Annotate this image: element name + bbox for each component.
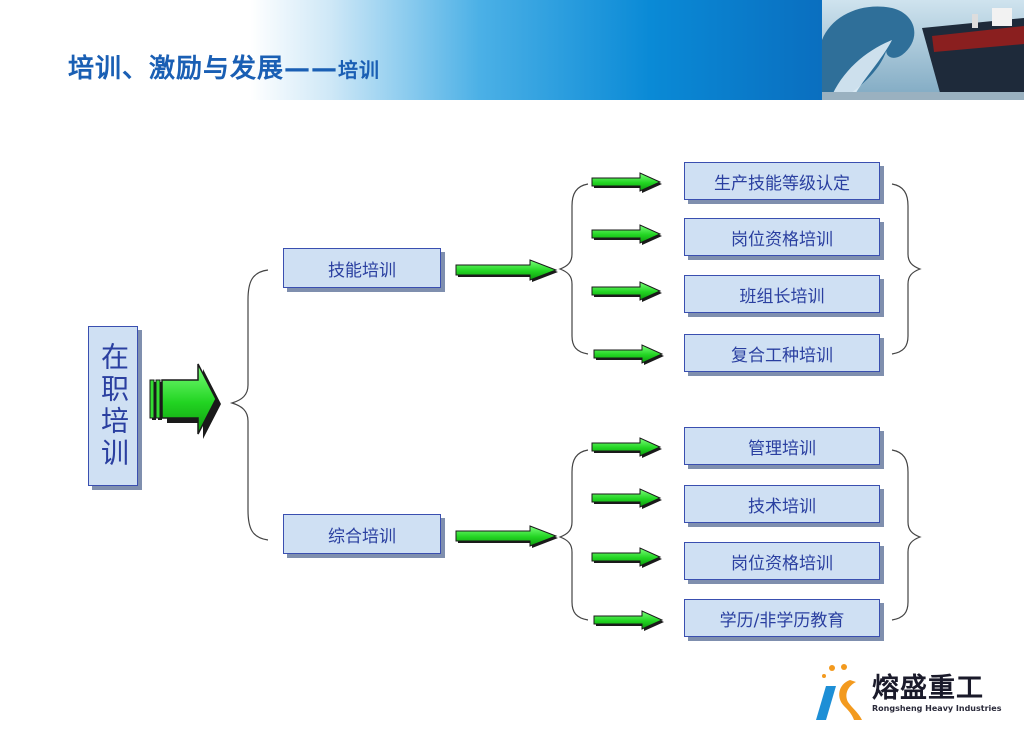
root-label: 在职培训	[97, 342, 130, 470]
item-arrow-2-2	[591, 488, 662, 509]
branch-label: 技能培训	[328, 260, 396, 281]
title-subtitle: 培训	[338, 58, 381, 82]
item-arrow-2-1	[591, 437, 662, 458]
branch-arrow-1	[455, 259, 558, 282]
item-arrow-1-3	[591, 281, 662, 302]
item-label: 岗位资格培训	[731, 229, 833, 250]
item-node: 复合工种培训	[684, 334, 880, 372]
item-label: 岗位资格培训	[731, 553, 833, 574]
header-banner: 培训、激励与发展——培训	[0, 0, 1024, 100]
root-node: 在职培训	[88, 326, 138, 486]
root-brace	[229, 269, 269, 541]
branch-label: 综合培训	[328, 526, 396, 547]
item-node: 班组长培训	[684, 275, 880, 313]
item-arrow-1-2	[591, 224, 662, 245]
item-label: 生产技能等级认定	[714, 173, 850, 194]
branch-node-skills: 技能培训	[283, 248, 441, 288]
item-node: 岗位资格培训	[684, 542, 880, 580]
main-arrow	[149, 363, 221, 439]
item-node: 管理培训	[684, 427, 880, 465]
item-label: 学历/非学历教育	[719, 610, 845, 631]
company-logo: 熔盛重工 Rongsheng Heavy Industries	[810, 662, 1002, 724]
logo-name-cn: 熔盛重工	[872, 673, 984, 704]
title-dash: ——	[284, 54, 339, 84]
group1-left-brace	[558, 183, 589, 355]
item-label: 班组长培训	[739, 286, 825, 307]
branch-arrow-2	[455, 525, 558, 548]
group1-right-brace	[891, 183, 922, 355]
item-arrow-1-1	[591, 172, 662, 193]
item-arrow-1-4	[593, 344, 664, 365]
branch-node-general: 综合培训	[283, 514, 441, 554]
page-title: 培训、激励与发展——培训	[68, 48, 380, 85]
item-node: 学历/非学历教育	[684, 599, 880, 637]
title-main: 培训、激励与发展	[68, 54, 285, 84]
item-arrow-2-4	[593, 610, 664, 631]
item-label: 技术培训	[748, 496, 816, 517]
logo-mark-icon	[816, 664, 862, 720]
item-node: 技术培训	[684, 485, 880, 523]
header-ship-photo	[822, 0, 1024, 100]
group2-left-brace	[558, 449, 589, 621]
item-label: 复合工种培训	[731, 345, 833, 366]
item-node: 岗位资格培训	[684, 218, 880, 256]
item-arrow-2-3	[591, 547, 662, 568]
group2-right-brace	[891, 449, 922, 621]
logo-name-en: Rongsheng Heavy Industries	[872, 704, 1002, 713]
item-node: 生产技能等级认定	[684, 162, 880, 200]
item-label: 管理培训	[748, 438, 816, 459]
